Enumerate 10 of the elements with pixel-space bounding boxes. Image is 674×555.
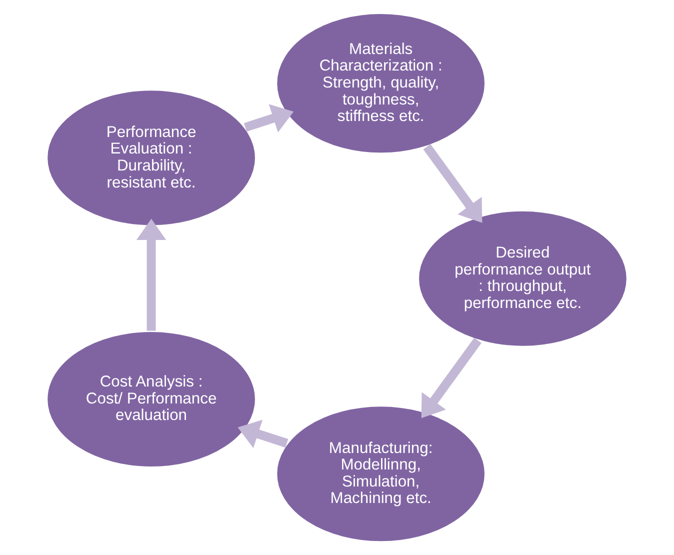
node-ellipse: Cost Analysis : Cost/ Performance evaluation xyxy=(45,330,258,469)
arrow xyxy=(136,218,166,331)
arrow xyxy=(238,420,288,448)
node-ellipse: Manufacturing: Modellinng, Simulation, Machining etc. xyxy=(274,404,487,544)
node-ellipse: Performance Evaluation : Durability, resistant etc. xyxy=(45,88,258,228)
arrow xyxy=(423,144,482,223)
arrow xyxy=(421,338,482,418)
node-ellipse: Desired performance output : throughput, performance etc. xyxy=(416,209,629,348)
node-ellipse: Materials Characterization : Strength, quality, toughness, stiffness etc. xyxy=(274,12,487,155)
arrow xyxy=(244,104,294,132)
